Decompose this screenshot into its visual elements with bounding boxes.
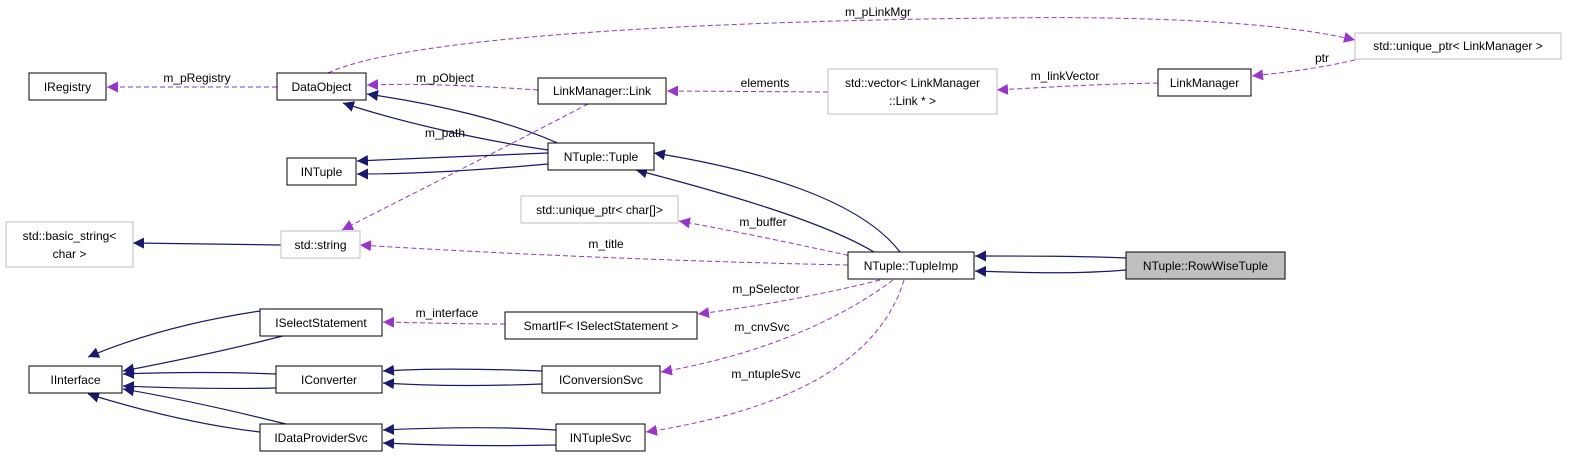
node-label-line1: std::basic_string< (23, 229, 117, 243)
node-iregistry[interactable]: IRegistry (28, 72, 107, 101)
node-label-line2: ::Link * > (889, 94, 936, 108)
edge-iconversionsvc-iconverter-a (382, 364, 543, 376)
edge-m-path (341, 103, 589, 231)
edge-iselect-iinterface-a (87, 310, 261, 358)
label-m-linkvector: m_linkVector (1031, 69, 1100, 83)
node-std-string[interactable]: std::string (280, 230, 361, 259)
edge-m-pobject (366, 79, 539, 91)
edge-intuplesvc-idataprov-a (382, 424, 557, 436)
edge-m-interface (382, 316, 506, 328)
node-smartif-iselectstatement[interactable]: SmartIF< ISelectStatement > (504, 311, 698, 340)
edge-m-plinkmgr (327, 17, 1356, 74)
node-label: LinkManager (1170, 76, 1239, 90)
node-idataprovidersvc[interactable]: IDataProviderSvc (259, 423, 383, 452)
node-label: INTupleSvc (570, 431, 632, 445)
label-m-pobject: m_pObject (416, 71, 475, 85)
label-m-path: m_path (425, 126, 465, 140)
node-label: NTuple::TupleImp (864, 259, 959, 273)
edge-tuple-intuple-b (356, 163, 549, 180)
node-label: DataObject (291, 80, 352, 94)
label-m-ntuplesvc: m_ntupleSvc (731, 367, 800, 381)
edge-m-pselector (697, 279, 881, 319)
edge-rowwise-tupleimp-b (974, 265, 1127, 277)
edge-m-buffer (678, 217, 857, 258)
edge-iconverter-iinterface-b (122, 380, 277, 392)
node-std-basic-string[interactable]: std::basic_string< char > (5, 221, 134, 268)
label-m-pregistry: m_pRegistry (163, 71, 230, 85)
edge-m-linkvector (996, 82, 1159, 95)
edge-tuple-intuple-a (356, 152, 549, 166)
node-intuplesvc[interactable]: INTupleSvc (555, 423, 646, 452)
edge-idataprov-iinterface-a (122, 385, 291, 426)
edge-m-title (359, 240, 849, 266)
inheritance-edges (87, 90, 1127, 449)
edge-intuplesvc-idataprov-b (382, 437, 557, 449)
edge-iconversionsvc-iconverter-b (382, 378, 543, 390)
node-label: IRegistry (44, 80, 91, 94)
node-iconverter[interactable]: IConverter (275, 365, 383, 394)
node-label: LinkManager::Link (553, 84, 652, 98)
edge-rowwise-tupleimp-a (974, 250, 1127, 262)
edge-tuple-dataobject-b (342, 101, 549, 151)
node-linkmanager[interactable]: LinkManager (1157, 68, 1252, 97)
node-std-vector-link[interactable]: std::vector< LinkManager ::Link * > (827, 68, 998, 115)
node-label: IConversionSvc (559, 373, 643, 387)
node-label: std::string (294, 238, 346, 252)
label-m-cnvsvc: m_cnvSvc (734, 320, 789, 334)
usage-edges (107, 17, 1356, 436)
edge-iselect-iinterface-b (122, 333, 291, 375)
node-label: IInterface (50, 373, 100, 387)
node-ntuple-tupleimp[interactable]: NTuple::TupleImp (847, 251, 975, 280)
edge-tupleimp-tuple-a (653, 149, 901, 253)
edge-ptr (1251, 59, 1356, 81)
node-label: std::unique_ptr< LinkManager > (1373, 39, 1542, 53)
node-label: INTuple (301, 165, 343, 179)
node-label: ISelectStatement (275, 316, 367, 330)
node-linkmanager-link[interactable]: LinkManager::Link (537, 77, 667, 105)
node-iconversionsvc[interactable]: IConversionSvc (541, 365, 661, 394)
edge-labels: m_pLinkMgr m_pRegistry m_pObject element… (163, 5, 1329, 381)
edge-iconverter-iinterface-a (122, 368, 277, 380)
node-std-unique-ptr-linkmanager[interactable]: std::unique_ptr< LinkManager > (1354, 32, 1562, 60)
node-intuple[interactable]: INTuple (286, 157, 357, 186)
edge-m-ntuplesvc (645, 279, 905, 436)
node-iselectstatement[interactable]: ISelectStatement (259, 308, 383, 337)
node-label: NTuple::Tuple (564, 150, 639, 164)
edge-tupleimp-tuple-b (635, 167, 875, 253)
node-label-line2: char > (53, 247, 87, 261)
edge-stdstring-basicstring (132, 237, 282, 249)
label-m-title: m_title (588, 237, 624, 251)
node-label: std::unique_ptr< char[]> (536, 203, 663, 217)
label-m-buffer: m_buffer (739, 215, 786, 229)
edge-m-cnvsvc (660, 279, 894, 376)
edge-idataprov-iinterface-b (87, 391, 261, 433)
node-label: NTuple::RowWiseTuple (1143, 259, 1268, 273)
label-m-plinkmgr: m_pLinkMgr (845, 5, 911, 19)
edge-elements (666, 85, 829, 97)
label-m-pselector: m_pSelector (732, 282, 799, 296)
node-iinterface[interactable]: IInterface (28, 365, 123, 394)
label-elements: elements (741, 76, 790, 90)
node-ntuple-rowwisetuple[interactable]: NTuple::RowWiseTuple (1125, 251, 1286, 280)
node-dataobject[interactable]: DataObject (276, 72, 367, 101)
node-label: IConverter (301, 373, 357, 387)
node-ntuple-tuple[interactable]: NTuple::Tuple (547, 142, 655, 171)
label-m-interface: m_interface (416, 306, 479, 320)
node-label-line1: std::vector< LinkManager (845, 76, 980, 90)
node-label: IDataProviderSvc (274, 431, 367, 445)
edge-tuple-dataobject-a (366, 90, 567, 148)
label-ptr: ptr (1315, 51, 1329, 65)
node-label: SmartIF< ISelectStatement > (524, 319, 679, 333)
node-std-unique-ptr-char[interactable]: std::unique_ptr< char[]> (520, 195, 679, 224)
